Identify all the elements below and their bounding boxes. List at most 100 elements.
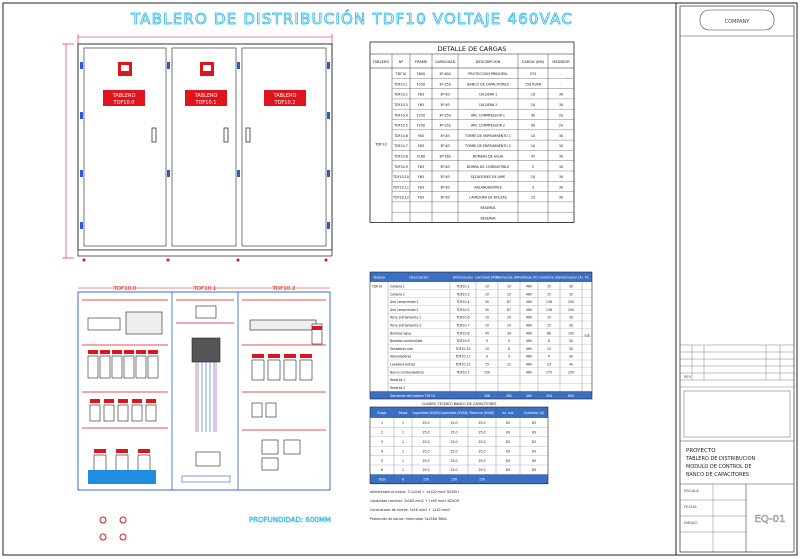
load-table-cell: 3P-63	[440, 103, 449, 107]
demand-table-cell: TDF10.11	[455, 355, 471, 359]
capacitor-table-cell: 25.0	[422, 449, 429, 453]
load-table-cell: TDF10.6	[393, 134, 408, 138]
load-table-cell: BOMBA DE COMBUSTIBLE	[467, 165, 510, 169]
load-table-cell: 3P-63	[440, 165, 449, 169]
capacitor-bank-base	[88, 470, 156, 484]
load-table-cell: 10	[531, 134, 535, 138]
load-table-cell: TDF10.4	[393, 113, 408, 117]
load-table-cell: PROTECCION PRINCIPAL	[468, 72, 508, 76]
door-handle-icon	[245, 127, 251, 143]
capacitor-table-header: Contactor (A)	[524, 411, 545, 415]
demand-table-cell: 68	[547, 331, 551, 335]
load-table-cell: 5	[532, 165, 534, 169]
load-table-cell: BANCO DE CAPACITORES	[467, 82, 508, 86]
demand-table-cell: Ablandadores	[390, 355, 412, 359]
demand-table-cell: 30	[569, 292, 573, 296]
load-table-cell: F63	[418, 144, 424, 148]
capacitor-table-header: Int. Aut.	[502, 411, 514, 415]
svg-text:TABLERO: TABLERO	[112, 93, 136, 99]
demand-table-cell: 87	[507, 308, 511, 312]
load-table-cell: 3P-160	[439, 155, 451, 159]
panel-door-1	[83, 47, 167, 247]
demand-total-cell: 460	[526, 394, 532, 398]
load-table-cell: BOMBAS DE AGUA	[473, 155, 504, 159]
demand-table-cell: 10	[507, 316, 511, 320]
capacitor-table-cell: 6	[402, 478, 404, 482]
svg-text:TDF10.2: TDF10.2	[274, 100, 296, 106]
load-table-cell: 20	[559, 113, 563, 117]
load-table-cell: 3P-63	[440, 196, 449, 200]
load-table-cell: SECADORES DE AIRE	[471, 175, 506, 179]
load-table-group: TDF10	[374, 142, 387, 146]
load-table-cell: ABLANDADORES	[474, 185, 502, 189]
demand-table-cell: 10	[485, 292, 489, 296]
demand-table-header: Tablero	[372, 276, 385, 280]
demand-table-cell: 460	[526, 370, 532, 374]
load-table-cell: F63	[418, 185, 424, 189]
demand-table-cell: 10	[485, 316, 489, 320]
demand-table-cell: TDF10.5	[456, 308, 470, 312]
project-label: PROYECTO	[686, 448, 716, 454]
load-table-cell: TDF10.8	[393, 155, 408, 159]
load-table-cell: F63	[418, 134, 424, 138]
load-table-cell: CALDERA 1	[479, 93, 498, 97]
demand-table-cell: 34	[507, 331, 511, 335]
load-table-cell: F250	[417, 124, 425, 128]
capacitor-table-cell: 25.0	[450, 449, 457, 453]
svg-text:TABLERO: TABLERO	[194, 93, 218, 99]
load-table-cell: 90	[531, 113, 535, 117]
capacitor-table-cell: 25.0	[422, 468, 429, 472]
demand-table-fc: 0.8	[584, 334, 589, 338]
demand-table-header: Interruptor (A)	[559, 276, 583, 280]
demand-table-cell: 90	[485, 308, 489, 312]
load-table-cell: F160	[417, 155, 425, 159]
demand-table-cell: Reserva 2	[390, 386, 405, 390]
load-table-cell: 3P-63	[440, 144, 449, 148]
demand-table-cell: 200	[568, 308, 574, 312]
demand-table-cell: 40	[569, 363, 573, 367]
load-table-cell: TDF10.9	[393, 165, 408, 169]
load-table-cell: ARC COMPRESSOR 2	[471, 124, 505, 128]
demand-table-cell: Torre enfriamiento 1	[389, 316, 421, 320]
capacitor-table-cell: 2	[381, 431, 383, 435]
demand-table-cell: 200	[568, 300, 574, 304]
demand-table-cell: 10	[507, 285, 511, 289]
load-table-cell: 3P-63	[440, 93, 449, 97]
demand-table-header: Cantidad (KW)	[475, 276, 499, 280]
demand-table-header: FC	[585, 276, 590, 280]
demand-table-header: Corriente (A)	[538, 276, 559, 280]
capacitor-table-cell: 1	[402, 449, 404, 453]
load-table-cell: TDF10.10	[392, 175, 409, 179]
demand-table-cell: 460	[526, 292, 532, 296]
panel-nameplate-3	[264, 90, 306, 106]
main-breaker	[191, 337, 221, 363]
door-handle-icon	[223, 127, 229, 143]
demand-table-cell: Bombas combustible	[390, 339, 423, 343]
demand-table-cell: 460	[526, 331, 532, 335]
capacitor-table-header: Capacidad (KVAR)	[440, 411, 468, 415]
capacitor-table-cell: 63	[506, 440, 510, 444]
capacitor-table-header: Pasos	[399, 411, 408, 415]
demand-total-cell: 282	[506, 394, 512, 398]
load-table-cell: TDF10.11	[392, 185, 409, 189]
capacitor-table-cell: 63	[506, 431, 510, 435]
company-logo	[699, 9, 775, 31]
load-table-cell: TDF10.5	[393, 124, 408, 128]
demand-table-cell: 460	[526, 347, 532, 351]
load-table-cell: 3P-63	[440, 175, 449, 179]
demand-table-cell: 15	[547, 292, 551, 296]
capacitor-table-cell: 25.0	[422, 431, 429, 435]
demand-table-cell: TDF10.4	[456, 300, 470, 304]
load-table-cell: ARC COMPRESSOR 1	[471, 113, 505, 117]
demand-table-cell: TDF10.2	[456, 285, 470, 289]
load-table-cell: TDF10.3	[393, 103, 408, 107]
demand-table-group: TDF10	[371, 285, 382, 289]
capacitor-table-cell: 25.0	[450, 431, 457, 435]
capacitor-table-cell: 150	[479, 478, 485, 482]
demand-table-cell: 15	[547, 347, 551, 351]
demand-table-cell: 100	[568, 331, 574, 335]
capacitor-note: Protección de banco: Interruptor 3x250A …	[370, 517, 447, 521]
load-table-cell: RESERVA	[481, 216, 497, 220]
demand-table-cell: TDF10.9	[456, 339, 470, 343]
